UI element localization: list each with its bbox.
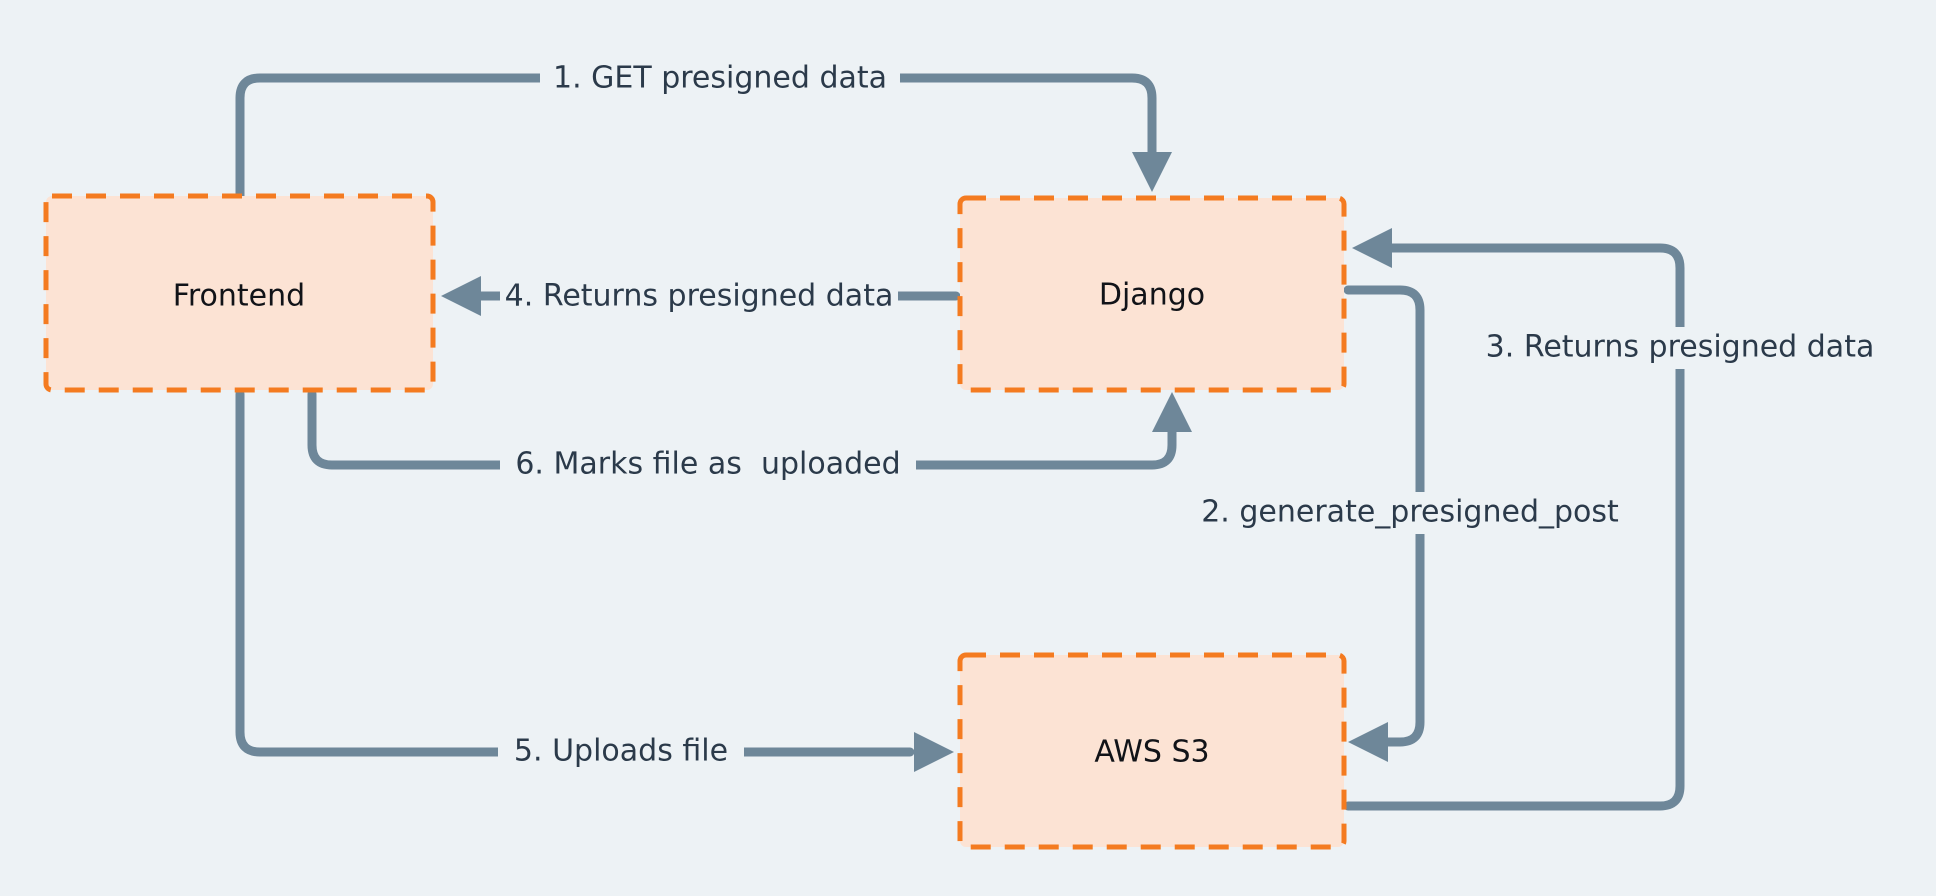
edge-2-label-backdrop	[1190, 492, 1630, 534]
edge-1-arrowhead	[1132, 152, 1172, 192]
node-frontend-box[interactable]	[43, 193, 436, 393]
edge-4-label: 4. Returns presigned data	[505, 279, 894, 314]
edge-6-label-backdrop	[500, 444, 916, 486]
edge-2-generate-presigned-post: 2. generate_presigned_post	[1190, 285, 1630, 762]
edge-3-label: 3. Returns presigned data	[1486, 330, 1875, 365]
edge-4-label-backdrop	[500, 276, 898, 318]
node-frontend[interactable]: Frontend	[43, 193, 436, 393]
edge-5-label: 5. Uploads file	[514, 734, 728, 769]
edge-5-path	[235, 389, 915, 757]
node-aws-s3-label: AWS S3	[1094, 735, 1209, 770]
node-aws-s3[interactable]: AWS S3	[957, 652, 1347, 850]
edge-5-arrowhead	[914, 732, 954, 772]
edge-1-label-backdrop	[540, 58, 900, 100]
edge-4-returns-presigned-data: 4. Returns presigned data	[441, 276, 961, 318]
node-django-label: Django	[1099, 278, 1205, 313]
node-frontend-label: Frontend	[173, 279, 305, 314]
node-aws-s3-box[interactable]	[957, 652, 1347, 850]
edge-3-arrowhead	[1352, 228, 1392, 268]
edge-3-label-backdrop	[1468, 327, 1892, 369]
node-django-box[interactable]	[957, 195, 1347, 393]
edge-4-arrowhead	[441, 276, 481, 316]
edge-1-get-presigned-data: 1. GET presigned data	[235, 58, 1172, 201]
edge-5-uploads-file: 5. Uploads file	[235, 389, 954, 773]
edge-2-label: 2. generate_presigned_post	[1201, 495, 1619, 530]
edge-6-label: 6. Marks file as uploaded	[515, 447, 900, 482]
edge-3-returns-presigned-data: 3. Returns presigned data	[1343, 228, 1892, 811]
edge-1-label: 1. GET presigned data	[553, 61, 887, 96]
edge-6-arrowhead	[1152, 392, 1192, 432]
node-django[interactable]: Django	[957, 195, 1347, 393]
edge-6-marks-file-as-uploaded: 6. Marks file as uploaded	[307, 389, 1192, 486]
edge-2-arrowhead	[1348, 722, 1388, 762]
edge-3-path	[1343, 243, 1685, 811]
edge-5-label-backdrop	[498, 731, 744, 773]
